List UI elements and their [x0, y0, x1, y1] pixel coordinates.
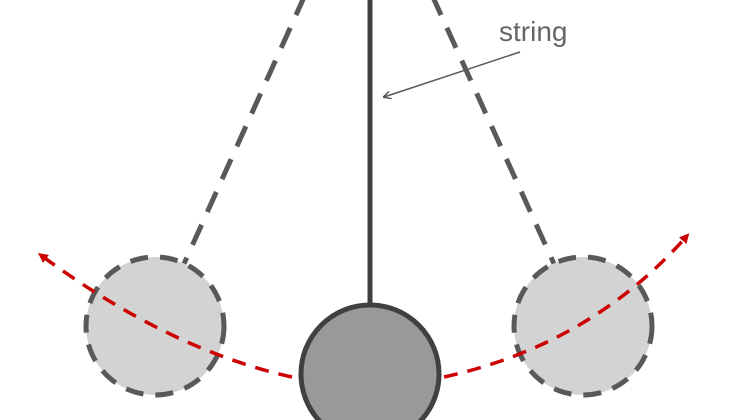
string-leader-line [384, 51, 521, 97]
right-bob-ghost [511, 254, 655, 398]
left-string-dashed [180, 0, 306, 268]
string-label: string [499, 16, 567, 47]
swing-arc-right [443, 233, 690, 379]
right-string-dashed [431, 0, 558, 268]
swing-arc-left [37, 253, 293, 379]
center-bob [298, 302, 442, 420]
